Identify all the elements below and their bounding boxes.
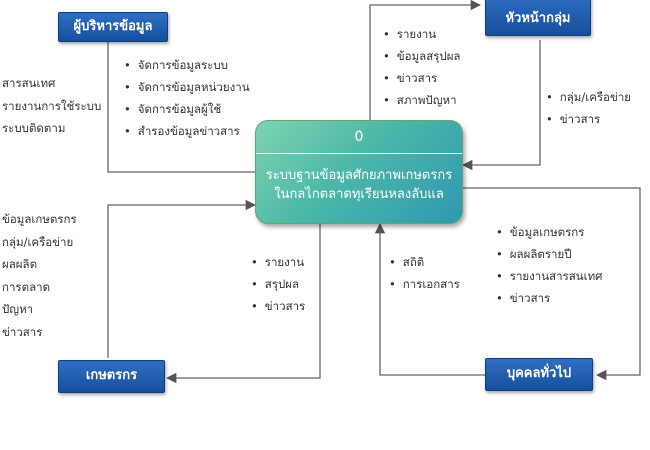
flow-item: รายงาน [383, 23, 460, 45]
entity-head: หัวหน้ากลุ่ม [485, 0, 591, 36]
left-text-item: ผลผลิต [2, 257, 38, 271]
flow-item: รายงาน [251, 251, 305, 273]
flow-to-public-list: ข้อมูลเกษตรกร ผลผลิตรายปี รายงานสารสนเทศ… [496, 221, 603, 309]
flow-arrow-to-farmer [165, 224, 321, 384]
left-text-item: ปัญหา [2, 302, 34, 316]
flow-item: ข่าวสาร [251, 295, 305, 317]
process-0: 0 ระบบฐานข้อมูลศักยภาพเกษตรกร ในกลไกตลาด… [255, 120, 463, 224]
process-name-line1: ระบบฐานข้อมูลศักยภาพเกษตรกร [265, 168, 453, 183]
flow-item: จัดการข้อมูลระบบ [124, 54, 250, 76]
flow-to-farmer-list: รายงาน สรุปผล ข่าวสาร [251, 251, 305, 317]
left-text-item: ข้อมูลเกษตรกร [2, 212, 77, 226]
flow-item: สำรองข้อมูลข่าวสาร [124, 120, 250, 142]
flow-arrow-from-public [374, 222, 485, 376]
flow-to-admin-list: จัดการข้อมูลระบบ จัดการข้อมูลหน่วยงาน จั… [124, 54, 250, 142]
entity-public: บุคคลทั่วไป [485, 358, 593, 391]
flow-item: จัดการข้อมูลหน่วยงาน [124, 76, 250, 98]
flow-item: ข้อมูลเกษตรกร [496, 221, 602, 243]
left-text-item: กลุ่ม/เครือข่าย [2, 234, 74, 249]
entity-head-label: หัวหน้ากลุ่ม [505, 10, 571, 26]
flow-item: ผลผลิตรายปี [496, 243, 602, 265]
flow-item: กลุ่ม/เครือข่าย [546, 86, 631, 108]
flow-arrow-from-farmer [107, 199, 257, 358]
flow-item: ข่าวสาร [546, 108, 631, 130]
entity-admin-label: ผู้บริหารข้อมูล [73, 18, 153, 34]
flow-from-head-list: กลุ่ม/เครือข่าย ข่าวสาร [546, 86, 631, 130]
flow-to-head-list: รายงาน ข้อมูลสรุปผล ข่าวสาร สภาพปัญหา [383, 23, 461, 111]
process-name-line2: ในกลไกตลาดทุเรียนหลงลับแล [274, 187, 444, 202]
flow-from-public-list: สถิติ การเอกสาร [389, 251, 460, 295]
flow-item: ข่าวสาร [496, 287, 602, 309]
process-name: ระบบฐานข้อมูลศักยภาพเกษตรกร ในกลไกตลาดทุ… [256, 154, 462, 204]
entity-admin: ผู้บริหารข้อมูล [58, 12, 168, 42]
flow-item: จัดการข้อมูลผู้ใช้ [124, 98, 250, 120]
flow-arrow-from-head [461, 40, 541, 171]
left-text-item: รายงานการใช้ระบบ [2, 98, 102, 113]
left-text-top: สารสนเทศ รายงานการใช้ระบบ ระบบติดตาม [2, 72, 101, 140]
process-id: 0 [256, 121, 462, 154]
entity-farmer: เกษตรกร [58, 360, 165, 393]
left-text-item: ข่าวสาร [2, 324, 43, 339]
left-text-item: การตลาด [2, 279, 51, 294]
flow-item: สรุปผล [251, 273, 305, 295]
flow-item: รายงานสารสนเทศ [496, 265, 603, 287]
flow-item: การเอกสาร [389, 273, 460, 295]
left-text-item: ระบบติดตาม [2, 121, 66, 135]
entity-public-label: บุคคลทั่วไป [506, 366, 572, 382]
flow-arrow-to-public [463, 187, 641, 381]
flow-item: ข้อมูลสรุปผล [383, 45, 461, 67]
flow-item: สภาพปัญหา [383, 89, 460, 111]
flow-item: สถิติ [389, 251, 460, 273]
entity-farmer-label: เกษตรกร [85, 368, 138, 384]
flow-arrow-to-head [369, 0, 482, 120]
left-text-item: สารสนเทศ [2, 76, 56, 90]
left-text-mid: ข้อมูลเกษตรกร กลุ่ม/เครือข่าย ผลผลิต การ… [2, 208, 77, 343]
flow-item: ข่าวสาร [383, 67, 460, 89]
